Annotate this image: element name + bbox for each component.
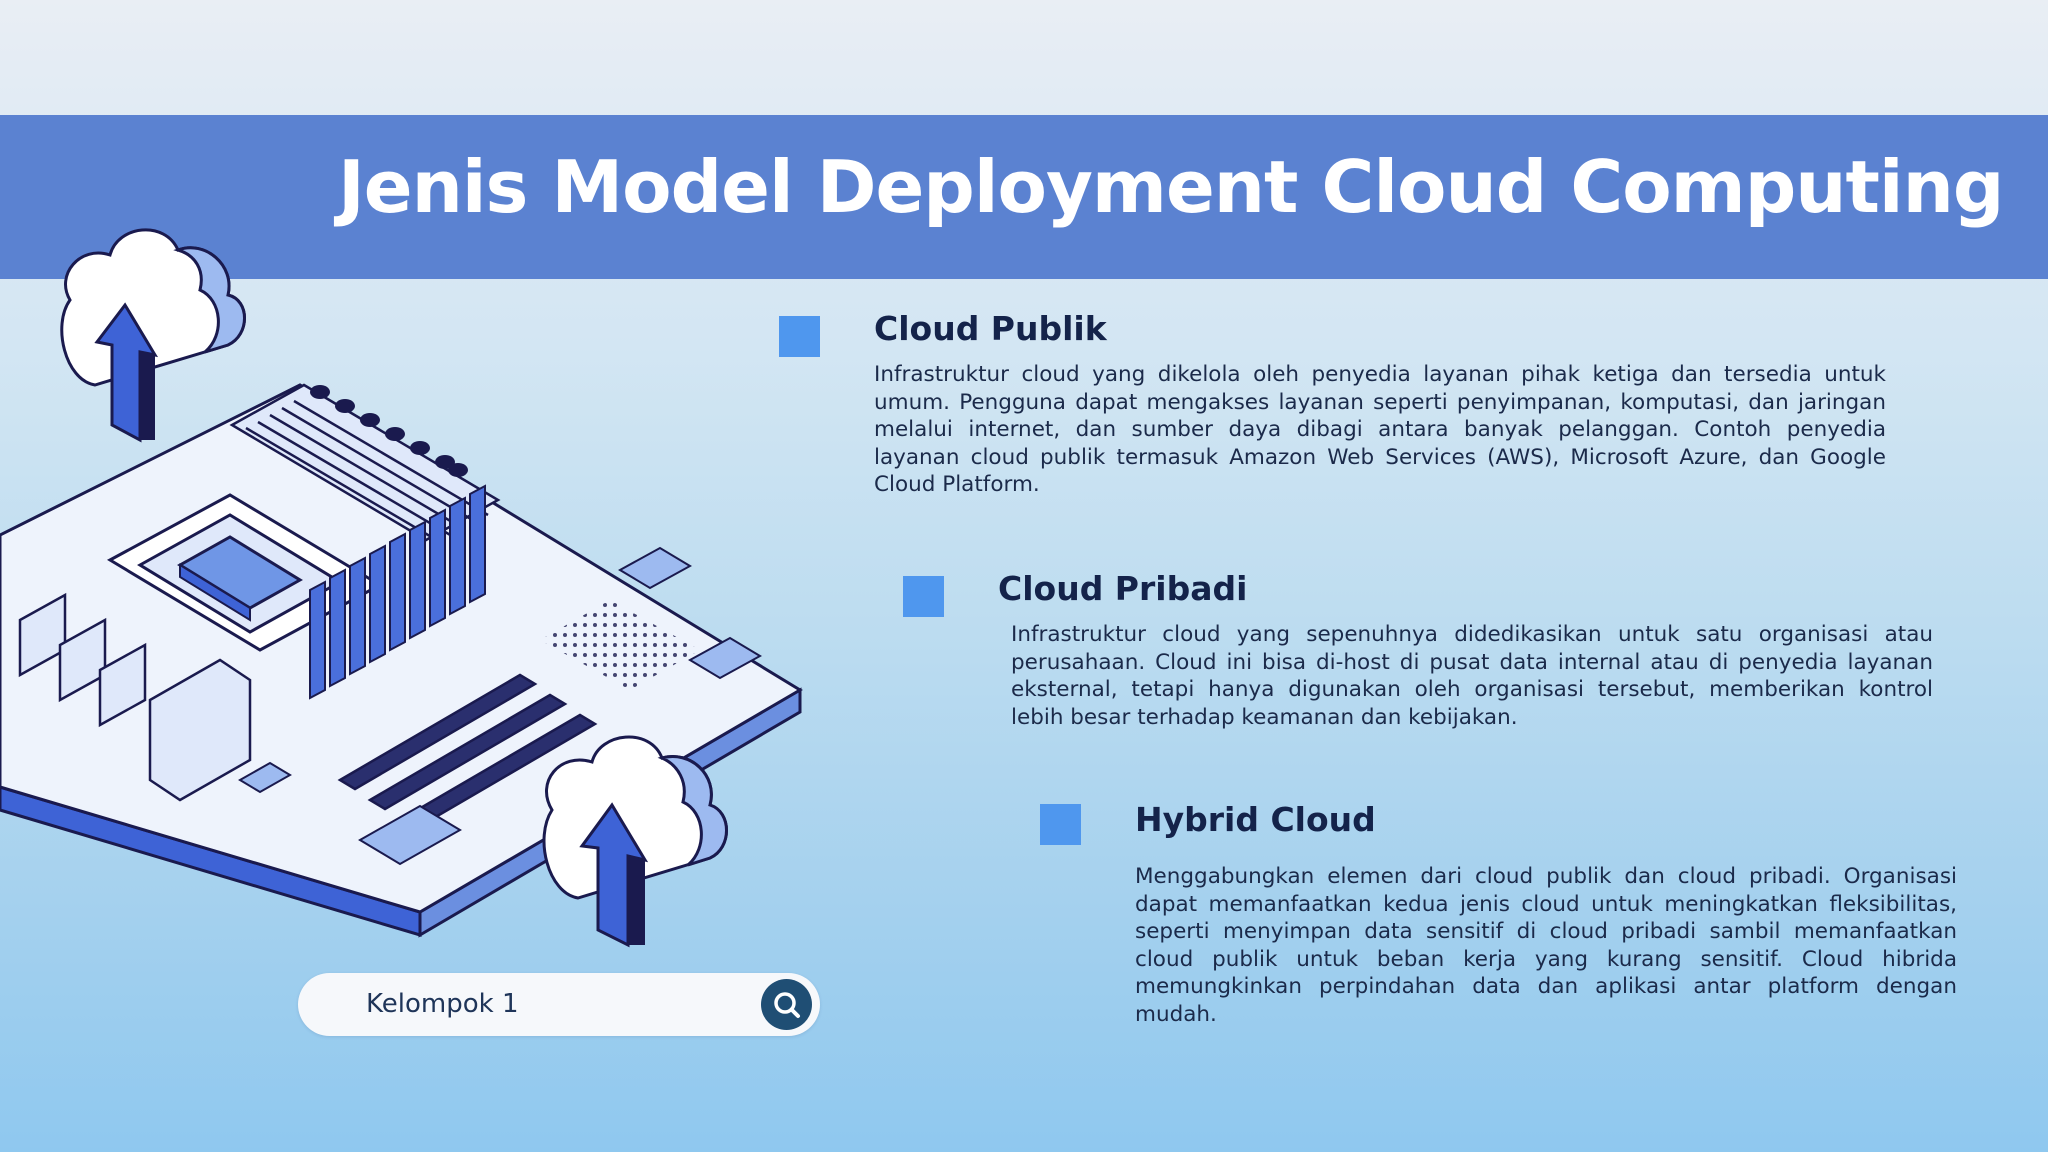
search-box[interactable]: Kelompok 1 xyxy=(298,973,820,1036)
section-bullet xyxy=(1040,804,1081,845)
section-heading-hybrid-cloud: Hybrid Cloud xyxy=(1135,800,1376,839)
motherboard-illustration xyxy=(0,228,803,948)
section-body-hybrid-cloud: Menggabungkan elemen dari cloud publik d… xyxy=(1135,864,1957,1027)
section-body-cloud-pribadi: Infrastruktur cloud yang sepenuhnya dide… xyxy=(1011,622,1933,730)
section-bullet xyxy=(779,316,820,357)
section-heading-cloud-pribadi: Cloud Pribadi xyxy=(998,569,1248,608)
cloud-upload-icon xyxy=(542,735,728,948)
search-text: Kelompok 1 xyxy=(366,989,519,1019)
cloud-upload-icon xyxy=(60,228,246,443)
section-bullet xyxy=(903,576,944,617)
section-heading-cloud-publik: Cloud Publik xyxy=(874,309,1107,348)
page-title: Jenis Model Deployment Cloud Computing xyxy=(338,145,2004,229)
title-bar xyxy=(0,115,2048,279)
section-body-cloud-publik: Infrastruktur cloud yang dikelola oleh p… xyxy=(874,362,1886,498)
search-button[interactable] xyxy=(761,979,812,1030)
search-icon xyxy=(773,991,800,1018)
